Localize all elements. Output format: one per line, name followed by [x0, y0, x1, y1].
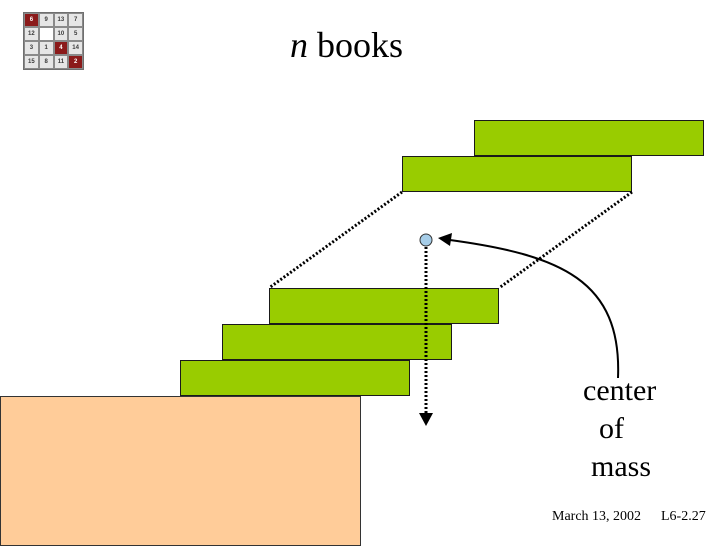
footer-slide-number: L6-2.27	[661, 509, 706, 524]
book-bottom	[180, 360, 410, 396]
drop-arrow-head	[419, 413, 433, 426]
logo-tile: 11	[54, 56, 68, 68]
logo-tile: 4	[54, 42, 68, 54]
book-4	[222, 324, 452, 360]
logo-tile: 2	[69, 56, 82, 68]
center-of-mass-label-line2: of	[599, 412, 624, 445]
footer-date: March 13, 2002	[552, 509, 642, 524]
title-text: books	[308, 25, 404, 65]
logo-tile: 7	[69, 14, 82, 26]
logo-tile: 6	[25, 14, 38, 26]
logo-tile: 13	[54, 14, 68, 26]
logo-tile: 8	[39, 56, 53, 68]
dotted-guide-right	[498, 190, 633, 290]
page-title: n books	[290, 24, 403, 66]
title-variable: n	[290, 25, 308, 65]
dotted-guide-left	[268, 190, 403, 290]
logo-tile: 1	[39, 42, 53, 54]
center-of-mass-point	[419, 233, 433, 247]
logo-tile: 9	[39, 14, 53, 26]
logo-tile: 15	[25, 56, 38, 68]
center-of-mass-label-line1: center	[583, 374, 657, 407]
book-top	[474, 120, 704, 156]
center-of-mass-curve-arrow	[449, 239, 620, 379]
logo-tile: 12	[25, 28, 38, 40]
logo-tile: 3	[25, 42, 38, 54]
logo-tile	[39, 28, 53, 40]
curve-arrow-head	[438, 233, 452, 246]
center-of-mass-label-line3: mass	[591, 450, 651, 483]
logo-tile: 10	[54, 28, 68, 40]
logo-tile: 5	[69, 28, 82, 40]
book-3	[269, 288, 499, 324]
logo-tile: 14	[69, 42, 82, 54]
table-block	[0, 396, 361, 546]
book-2	[402, 156, 632, 192]
